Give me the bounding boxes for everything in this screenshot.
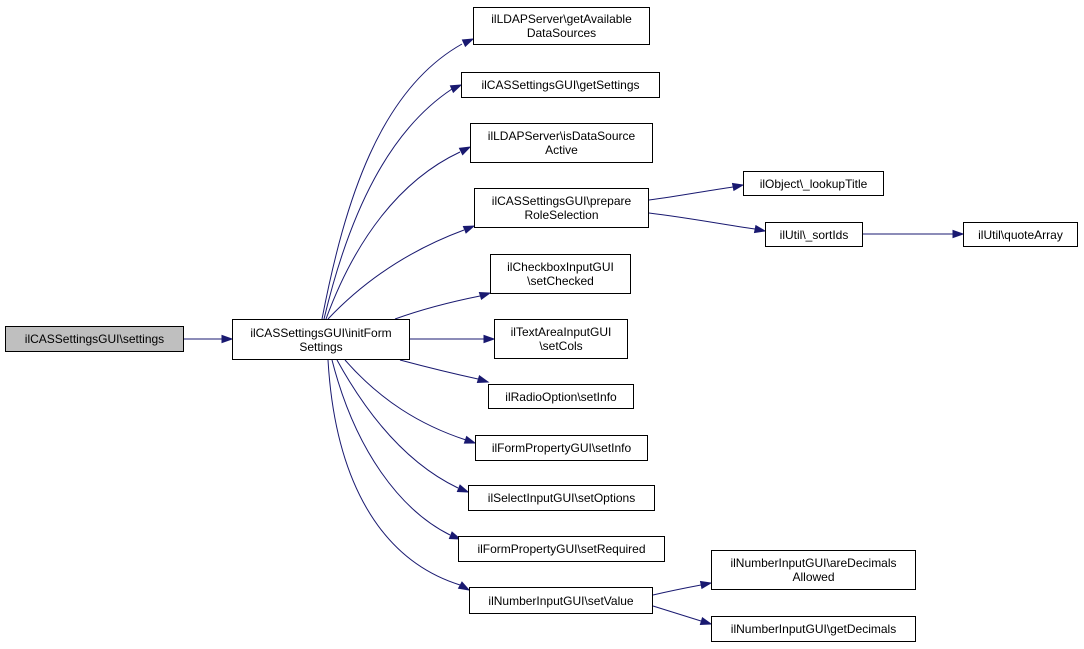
arrowhead-initFormSettings-to-radioSetInfo bbox=[476, 374, 490, 384]
node-quote-array[interactable]: ilUtil\quoteArray bbox=[963, 222, 1078, 247]
arrowhead-prepareRoleSelection-to-lookupTitle bbox=[731, 182, 745, 192]
node-sort-ids[interactable]: ilUtil\_sortIds bbox=[765, 222, 863, 247]
arrowhead-initFormSettings-to-prepareRoleSelection bbox=[462, 225, 476, 234]
arrowhead-initFormSettings-to-setChecked bbox=[478, 291, 492, 301]
arrowhead-setValue-to-getDecimals bbox=[699, 616, 713, 626]
arrowhead-initFormSettings-to-setOptions bbox=[456, 484, 470, 493]
node-radio-set-info[interactable]: ilRadioOption\setInfo bbox=[488, 384, 634, 409]
edge-initFormSettings-to-prepareRoleSelection bbox=[327, 229, 465, 320]
arrowhead-initFormSettings-to-formPropSetInfo bbox=[463, 435, 477, 444]
arrowhead-sortIds-to-quoteArray bbox=[952, 229, 965, 239]
arrowhead-initFormSettings-to-getSettings bbox=[449, 84, 463, 94]
node-set-value[interactable]: ilNumberInputGUI\setValue bbox=[469, 587, 653, 614]
arrowhead-initFormSettings-to-setCols bbox=[483, 334, 496, 344]
edge-initFormSettings-to-setChecked bbox=[394, 295, 481, 320]
arrowhead-setValue-to-areDecimalsAllowed bbox=[699, 580, 713, 590]
arrowhead-initFormSettings-to-setRequired bbox=[448, 531, 462, 540]
edge-setValue-to-areDecimalsAllowed bbox=[652, 584, 702, 596]
edge-initFormSettings-to-getAvailableDataSources bbox=[321, 43, 463, 320]
arrowhead-initFormSettings-to-isDataSourceActive bbox=[458, 146, 472, 156]
edge-prepareRoleSelection-to-lookupTitle bbox=[648, 186, 734, 201]
node-set-options[interactable]: ilSelectInputGUI\setOptions bbox=[468, 485, 655, 511]
arrowhead-initFormSettings-to-setValue bbox=[457, 581, 471, 591]
arrowhead-initFormSettings-to-getAvailableDataSources bbox=[461, 38, 475, 48]
node-get-decimals[interactable]: ilNumberInputGUI\getDecimals bbox=[711, 616, 916, 642]
node-prepare-role-selection[interactable]: ilCASSettingsGUI\prepare RoleSelection bbox=[474, 188, 649, 228]
edge-initFormSettings-to-getSettings bbox=[323, 88, 453, 320]
node-get-available-data-sources[interactable]: ilLDAPServer\getAvailable DataSources bbox=[473, 7, 650, 45]
node-set-required[interactable]: ilFormPropertyGUI\setRequired bbox=[458, 536, 665, 562]
edge-initFormSettings-to-formPropSetInfo bbox=[344, 359, 467, 441]
edge-setValue-to-getDecimals bbox=[652, 605, 702, 622]
edge-prepareRoleSelection-to-sortIds bbox=[648, 212, 756, 230]
edge-initFormSettings-to-setRequired bbox=[331, 359, 451, 536]
node-set-cols[interactable]: ilTextAreaInputGUI \setCols bbox=[494, 319, 628, 359]
node-form-property-set-info[interactable]: ilFormPropertyGUI\setInfo bbox=[475, 435, 648, 461]
arrowhead-root-to-initFormSettings bbox=[221, 334, 234, 344]
edge-initFormSettings-to-isDataSourceActive bbox=[325, 151, 461, 320]
edge-initFormSettings-to-radioSetInfo bbox=[399, 359, 479, 380]
node-settings: ilCASSettingsGUI\settings bbox=[5, 326, 184, 352]
edge-initFormSettings-to-setValue bbox=[327, 359, 461, 586]
node-lookup-title[interactable]: ilObject\_lookupTitle bbox=[743, 171, 884, 196]
node-are-decimals-allowed[interactable]: ilNumberInputGUI\areDecimals Allowed bbox=[711, 550, 916, 590]
node-init-form-settings[interactable]: ilCASSettingsGUI\initForm Settings bbox=[232, 319, 410, 360]
arrowhead-prepareRoleSelection-to-sortIds bbox=[753, 224, 767, 234]
node-set-checked[interactable]: ilCheckboxInputGUI \setChecked bbox=[490, 254, 631, 294]
node-get-settings[interactable]: ilCASSettingsGUI\getSettings bbox=[461, 72, 660, 98]
edge-initFormSettings-to-setOptions bbox=[336, 359, 459, 489]
node-is-data-source-active[interactable]: ilLDAPServer\isDataSource Active bbox=[470, 123, 653, 163]
